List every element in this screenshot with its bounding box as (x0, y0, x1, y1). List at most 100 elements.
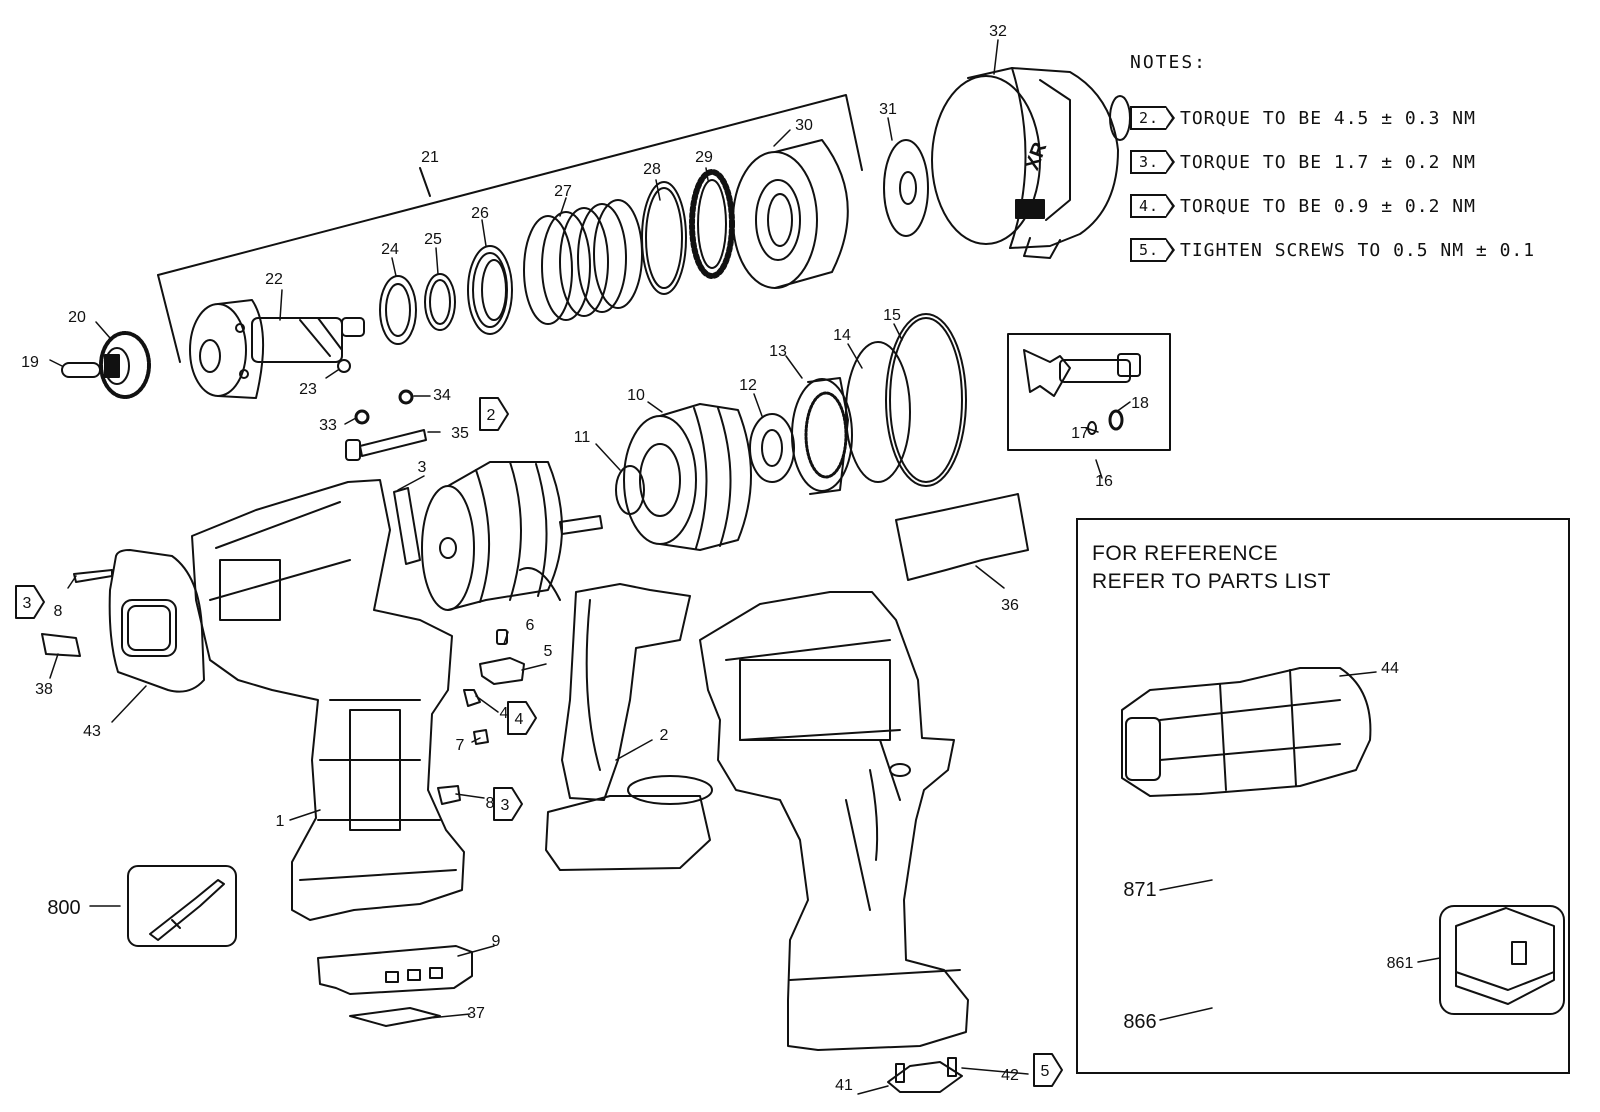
part-28-washer (641, 181, 687, 295)
part-37-label (349, 1007, 441, 1027)
callout-36: 36 (1001, 597, 1019, 614)
callout-800: 800 (47, 897, 80, 919)
callout-42: 42 (1001, 1067, 1019, 1084)
part-14-oring (845, 341, 911, 483)
flag-3-left-label: 3 (23, 595, 32, 612)
part-4-screw (463, 689, 481, 707)
callout-27: 27 (554, 183, 572, 200)
part-24-ring (379, 275, 417, 345)
flag-2-label: 2 (487, 407, 496, 424)
part-26-washer (467, 245, 513, 335)
part-8-screw-right (437, 785, 461, 805)
part-7-screw (473, 729, 489, 745)
callout-24: 24 (381, 241, 399, 258)
callout-25: 25 (424, 231, 442, 248)
part-44-battery (1121, 667, 1372, 797)
callout-23: 23 (299, 381, 317, 398)
part-23-ball (337, 359, 351, 373)
part-6-screw (496, 629, 508, 645)
reference-box: FOR REFERENCE REFER TO PARTS LIST (1076, 518, 1570, 1074)
note-5: 5. TIGHTEN SCREWS TO 0.5 NM ± 0.1 (1130, 238, 1535, 262)
part-9-terminal-block (317, 945, 473, 995)
callout-4: 4 (500, 705, 509, 722)
part-5-switch-part (479, 657, 525, 685)
part-30-hammer (732, 139, 849, 289)
reference-line-2: REFER TO PARTS LIST (1092, 570, 1332, 593)
flag-4-label: 4 (515, 711, 524, 728)
callout-37: 37 (467, 1005, 485, 1022)
part-29-ball-ring (689, 169, 735, 279)
callout-labels: 19 20 21 22 23 24 25 26 27 28 29 30 31 3… (21, 23, 1413, 1094)
callout-26: 26 (471, 205, 489, 222)
callout-29: 29 (695, 149, 713, 166)
callout-866: 866 (1123, 1011, 1156, 1033)
part-36-label (895, 493, 1029, 581)
part-11-oring (615, 465, 645, 515)
callout-8-right: 8 (486, 795, 495, 812)
part-41-42-latch (887, 1057, 963, 1093)
callout-30: 30 (795, 117, 813, 134)
note-4: 4. TORQUE TO BE 0.9 ± 0.2 NM (1130, 194, 1476, 218)
motor-assembly (421, 461, 603, 611)
note-flag-4: 4. (1130, 194, 1175, 218)
flag-2 (479, 397, 509, 431)
part-31-washer (883, 139, 929, 237)
callout-19: 19 (21, 354, 39, 371)
note-3: 3. TORQUE TO BE 1.7 ± 0.2 NM (1130, 150, 1476, 174)
callout-871: 871 (1123, 879, 1156, 901)
callout-5: 5 (544, 643, 553, 660)
callout-43: 43 (83, 723, 101, 740)
leader-lines (49, 39, 1441, 1095)
callout-28: 28 (643, 161, 661, 178)
part-861-case (1439, 905, 1565, 1015)
callout-13: 13 (769, 343, 787, 360)
flag-4 (507, 701, 537, 735)
callout-44: 44 (1381, 660, 1399, 677)
part-27-spring (523, 199, 643, 325)
callout-14: 14 (833, 327, 851, 344)
part-13-ring-gear (791, 377, 853, 495)
part-12-bearing (749, 413, 795, 483)
flag-5-label: 5 (1041, 1063, 1050, 1080)
part-33-nut (354, 409, 370, 425)
part-22-spindle (189, 299, 365, 399)
part-19-pin (61, 362, 101, 378)
part-16-anvil-kit-box (1007, 333, 1171, 451)
callout-6: 6 (526, 617, 535, 634)
note-flag-3: 3. (1130, 150, 1175, 174)
flag-3-right-label: 3 (501, 797, 510, 814)
reference-line-1: FOR REFERENCE (1092, 542, 1279, 565)
callout-2: 2 (660, 727, 669, 744)
callout-16: 16 (1095, 473, 1113, 490)
note-text-3: TORQUE TO BE 1.7 ± 0.2 NM (1180, 151, 1476, 173)
flag-3-right (493, 787, 523, 821)
callout-33: 33 (319, 417, 337, 434)
callout-11: 11 (574, 429, 591, 446)
housing-right (699, 591, 969, 1051)
callout-10: 10 (627, 387, 645, 404)
part-8-screw-left (73, 569, 113, 583)
part-20-gear (99, 331, 151, 399)
callout-8-left: 8 (54, 603, 63, 620)
part-10-gear-case (623, 403, 752, 551)
callout-17: 17 (1071, 425, 1089, 442)
flag-5 (1033, 1053, 1063, 1087)
part-800-tool-box (127, 865, 237, 947)
note-2: 2. TORQUE TO BE 4.5 ± 0.3 NM (1130, 106, 1476, 130)
note-flag-2: 2. (1130, 106, 1175, 130)
notes-title: NOTES: (1130, 52, 1208, 73)
part-25-washer (424, 273, 456, 331)
callout-3: 3 (418, 459, 427, 476)
part-34-nut (398, 389, 414, 405)
callout-41: 41 (835, 1077, 853, 1094)
note-flag-5: 5. (1130, 238, 1175, 262)
callout-1: 1 (276, 813, 285, 830)
callout-7: 7 (456, 737, 465, 754)
part-1-housing-left (191, 479, 465, 921)
part-38-label (41, 633, 81, 657)
callout-38: 38 (35, 681, 53, 698)
callout-18: 18 (1131, 395, 1149, 412)
callout-22: 22 (265, 271, 283, 288)
part-15-ring (885, 313, 967, 487)
